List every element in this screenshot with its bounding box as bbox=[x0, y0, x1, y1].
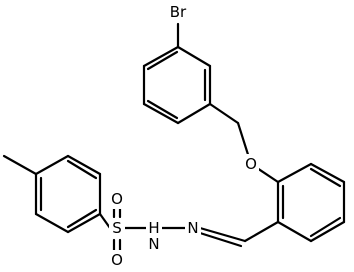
bond bbox=[176, 102, 212, 125]
atom-label-background bbox=[146, 218, 162, 238]
bond bbox=[146, 50, 179, 71]
bond bbox=[2, 154, 38, 176]
nh-hydrogen-atom-label: H bbox=[148, 219, 159, 237]
bond bbox=[146, 99, 179, 120]
atom-label-background bbox=[166, 2, 192, 22]
bond bbox=[66, 154, 102, 176]
atom-label-background bbox=[109, 250, 125, 270]
sulfonyl-oxygen-bottom-label: O bbox=[111, 251, 123, 269]
sulfonyl-oxygen-top-label: O bbox=[111, 190, 123, 208]
atom-label-background bbox=[243, 154, 259, 174]
bond bbox=[276, 220, 313, 243]
bond bbox=[142, 102, 180, 125]
bond bbox=[198, 226, 247, 243]
bond bbox=[309, 167, 342, 188]
sulfur-atom-label: S bbox=[112, 219, 122, 237]
atom-labels: Br O S O O H N N bbox=[109, 2, 259, 270]
bond bbox=[142, 45, 180, 68]
bond bbox=[66, 208, 98, 229]
bromine-atom-label: Br bbox=[170, 3, 187, 21]
bond bbox=[309, 216, 342, 238]
atom-label-background bbox=[185, 218, 201, 238]
bond bbox=[176, 45, 212, 68]
bond bbox=[243, 220, 280, 243]
nh-nitrogen-atom-label: N bbox=[148, 235, 159, 253]
bond bbox=[66, 212, 102, 234]
bond bbox=[66, 159, 98, 180]
bond bbox=[98, 212, 112, 230]
ether-oxygen-atom-label: O bbox=[245, 155, 257, 173]
bond bbox=[34, 154, 70, 176]
atom-label-background bbox=[109, 218, 125, 238]
bonds bbox=[2, 22, 346, 254]
bond bbox=[309, 162, 346, 184]
imine-nitrogen-atom-label: N bbox=[187, 219, 198, 237]
bond bbox=[198, 231, 243, 248]
bond bbox=[276, 162, 313, 184]
bond bbox=[309, 220, 346, 243]
bond bbox=[34, 212, 70, 234]
bond bbox=[208, 102, 240, 125]
atom-label-background bbox=[146, 234, 162, 252]
atom-label-background bbox=[109, 189, 125, 209]
